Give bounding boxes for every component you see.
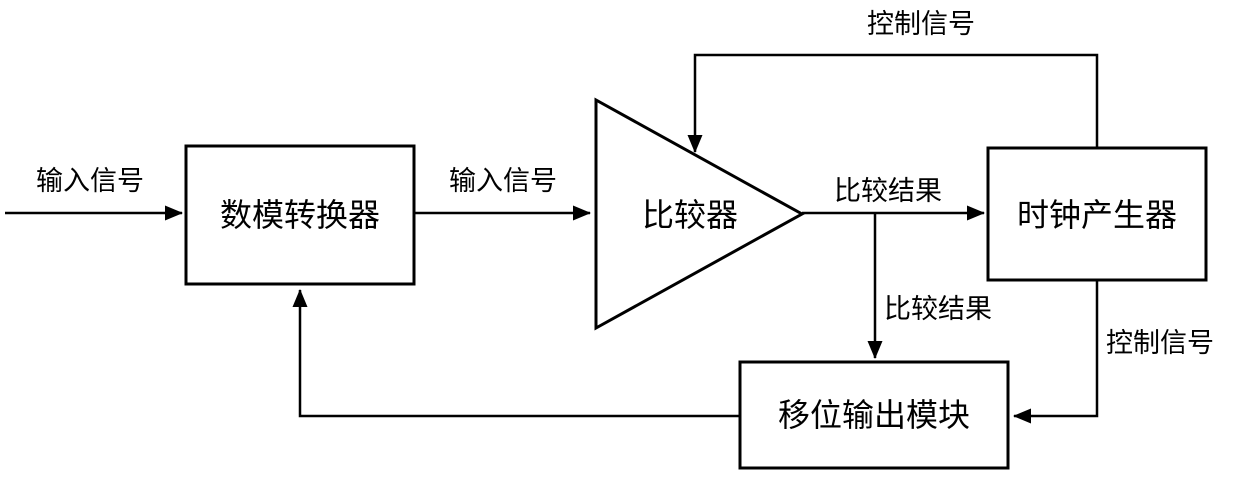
clock-to-shift-arrow bbox=[1013, 280, 1099, 424]
shift-output-label: 移位输出模块 bbox=[778, 397, 970, 433]
input-signal-label-left: 输入信号 bbox=[36, 166, 144, 196]
shift-to-dac-feedback-arrow bbox=[292, 289, 740, 418]
comparator-label: 比较器 bbox=[642, 197, 738, 233]
comparator-triangle bbox=[594, 97, 806, 331]
compare-result-label-top: 比较结果 bbox=[834, 176, 942, 206]
dac-label: 数模转换器 bbox=[220, 197, 380, 233]
control-signal-label-top: 控制信号 bbox=[867, 9, 975, 39]
clock-generator-label: 时钟产生器 bbox=[1017, 197, 1177, 233]
compare-result-label-branch: 比较结果 bbox=[884, 294, 992, 324]
control-signal-label-right: 控制信号 bbox=[1106, 328, 1214, 358]
input-signal-label-mid: 输入信号 bbox=[449, 166, 557, 196]
clock-to-comparator-feedback-arrow bbox=[687, 53, 1099, 153]
dac-box bbox=[184, 144, 416, 286]
